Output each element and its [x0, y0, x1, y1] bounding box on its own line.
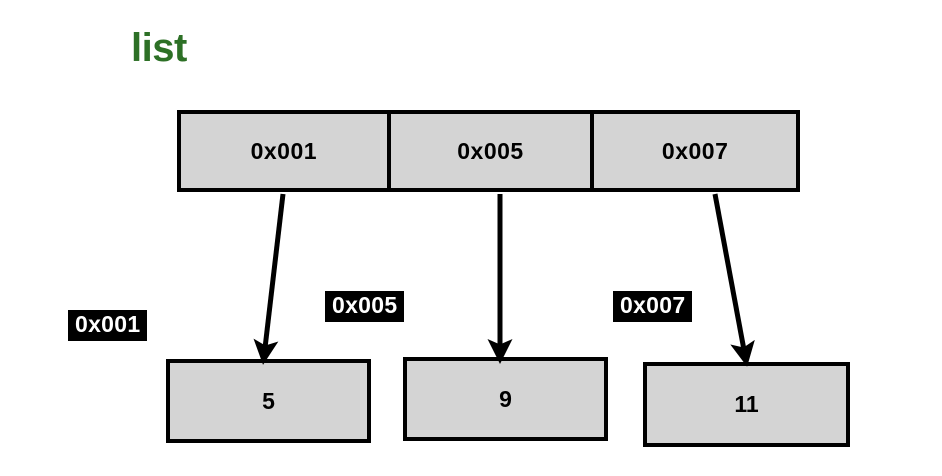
pointer-array: 0x001 0x005 0x007 — [177, 110, 800, 192]
page-title: list — [131, 26, 187, 70]
address-tag-2: 0x007 — [613, 291, 693, 322]
value-box-0: 5 — [166, 359, 371, 443]
arrow-cell0-to-value0 — [253, 193, 286, 365]
value-box-2: 11 — [643, 362, 850, 447]
arrow-cell2-to-value2 — [712, 193, 755, 367]
array-cell-2: 0x007 — [590, 114, 796, 188]
array-cell-1: 0x005 — [386, 114, 591, 188]
address-tag-1: 0x005 — [325, 291, 405, 322]
address-tag-0: 0x001 — [68, 310, 148, 341]
array-cell-0: 0x001 — [181, 114, 387, 188]
value-box-1: 9 — [403, 357, 608, 441]
